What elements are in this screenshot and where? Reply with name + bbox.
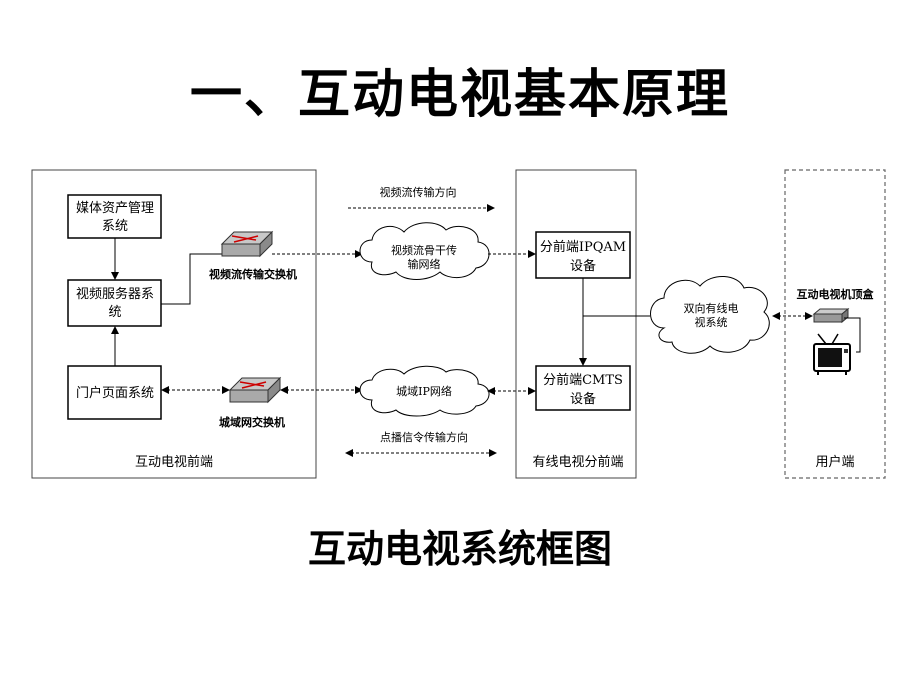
tv-icon — [813, 333, 851, 375]
set-top-box-icon — [812, 307, 850, 324]
media-asset-label-1: 媒体资产管理 — [76, 201, 154, 216]
cmts-label-2: 设备 — [570, 391, 596, 407]
cable-system-cloud — [650, 276, 770, 354]
ipqam-label-2: 设备 — [570, 258, 596, 274]
backbone-label-2: 输网络 — [408, 257, 441, 271]
video-server-label-2: 统 — [108, 305, 121, 320]
media-asset-box — [67, 194, 162, 239]
cmts-box — [535, 365, 631, 411]
diagram-caption: 互动电视系统框图 — [307, 526, 612, 571]
video-direction-label: 视频流传输方向 — [380, 185, 457, 199]
hub-label: 有线电视分前端 — [532, 454, 623, 470]
link-server-switch — [161, 253, 222, 305]
backbone-label-1: 视频流骨干传 — [391, 243, 457, 257]
ipqam-label-1: 分前端IPQAM — [540, 239, 626, 255]
vod-direction-label: 点播信令传输方向 — [380, 430, 468, 444]
frontend-label: 互动电视前端 — [135, 454, 213, 470]
portal-label: 门户页面系统 — [76, 385, 154, 401]
user-container — [784, 169, 886, 479]
ipqam-box — [535, 231, 631, 279]
man-switch-label: 城域网交换机 — [219, 415, 285, 429]
man-ip-cloud — [359, 365, 490, 417]
cable-label-2: 视系统 — [695, 315, 728, 329]
cable-label-1: 双向有线电 — [684, 301, 739, 315]
video-switch-icon — [220, 230, 274, 258]
backbone-network-cloud — [359, 222, 490, 280]
video-switch-label: 视频流传输交换机 — [209, 267, 297, 281]
media-asset-label-2: 系统 — [102, 219, 128, 234]
man-switch-icon — [228, 376, 282, 404]
user-label: 用户端 — [815, 454, 854, 470]
link-stb-tv — [844, 317, 861, 353]
page-title: 一、互动电视基本原理 — [189, 64, 730, 125]
frontend-container — [31, 169, 317, 479]
cmts-label-1: 分前端CMTS — [543, 372, 623, 388]
stb-label: 互动电视机顶盒 — [797, 287, 875, 301]
hub-container — [515, 169, 637, 479]
video-server-label-1: 视频服务器系 — [76, 286, 154, 302]
man-ip-label: 城域IP网络 — [396, 384, 452, 398]
